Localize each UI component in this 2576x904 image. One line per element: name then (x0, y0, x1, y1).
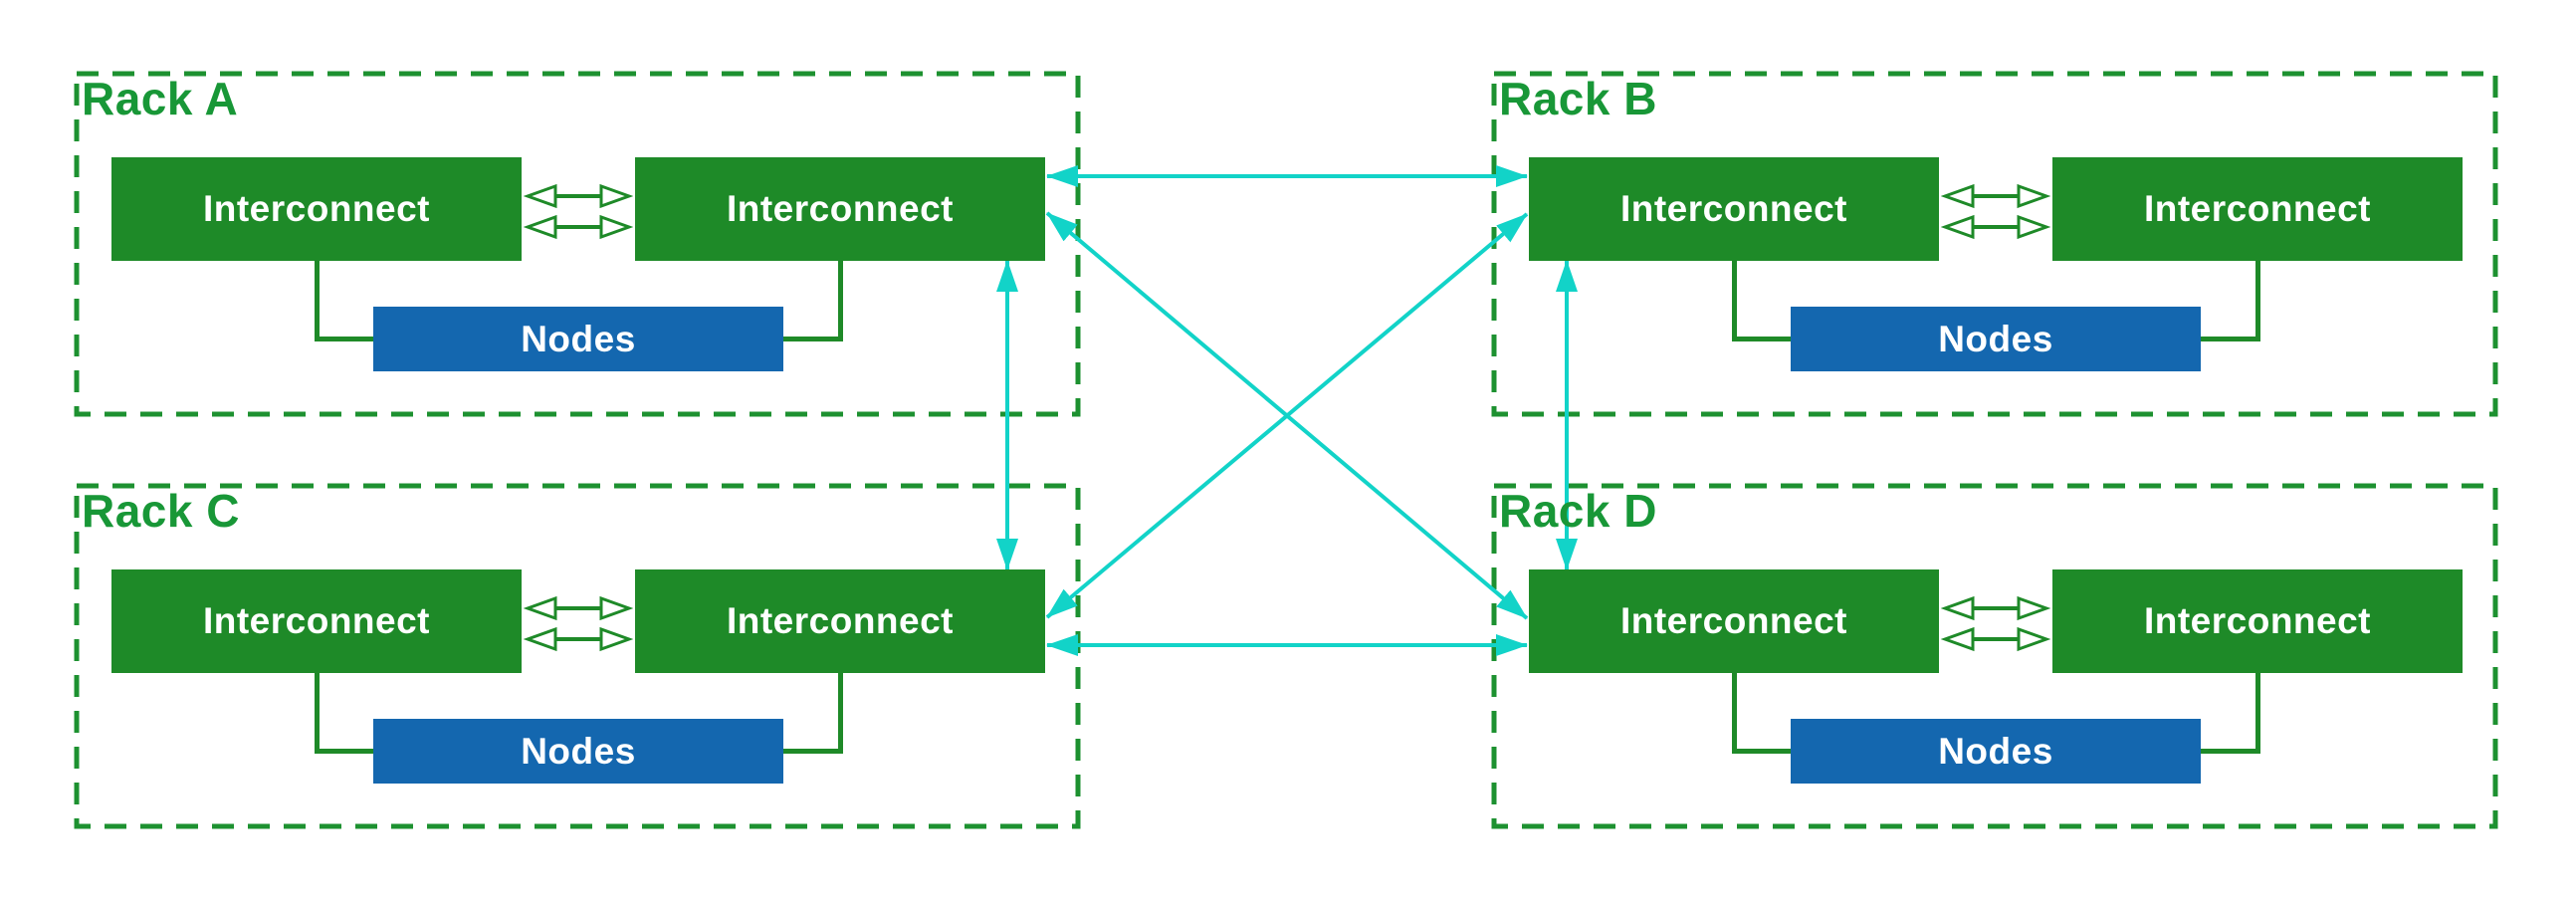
rack-label: Rack A (82, 73, 239, 124)
rack-d-border (1491, 483, 2498, 829)
interconnect-label: Interconnect (1619, 600, 1848, 641)
double-arrow-icon (524, 214, 633, 240)
nodes-label: Nodes (1938, 730, 2053, 772)
rack-b: Rack B Interconnect Interconnect Nodes (1491, 72, 2498, 416)
node-connector-right-vertical (838, 673, 843, 754)
double-arrow-icon (524, 595, 633, 621)
rack-c-border (74, 483, 1081, 829)
interconnect-box-right: Interconnect (635, 569, 1045, 673)
node-connector-left-vertical (315, 673, 320, 754)
node-connector-right-horizontal (2201, 749, 2260, 754)
node-connector-left-horizontal (1734, 749, 1791, 754)
node-connector-left-vertical (1732, 261, 1737, 341)
interconnect-box-right: Interconnect (635, 157, 1045, 261)
rack-d: Rack D Interconnect Interconnect Nodes (1491, 484, 2498, 828)
double-arrow-icon (1941, 214, 2050, 240)
double-arrow-icon (524, 626, 633, 652)
node-connector-left-vertical (1732, 673, 1737, 754)
interconnect-box-left: Interconnect (1529, 569, 1939, 673)
interconnect-box-left: Interconnect (111, 569, 522, 673)
double-arrow-icon (1941, 183, 2050, 209)
interconnect-label: Interconnect (2143, 600, 2372, 641)
rack-label: Rack B (1499, 73, 1657, 124)
interconnect-box-right: Interconnect (2052, 569, 2463, 673)
link-rack-b-rack-c (1045, 212, 1529, 619)
interconnect-box-left: Interconnect (111, 157, 522, 261)
nodes-label: Nodes (1938, 318, 2053, 359)
interconnect-box-left: Interconnect (1529, 157, 1939, 261)
node-connector-right-horizontal (783, 337, 843, 341)
rack-a-border (74, 71, 1081, 417)
node-connector-left-vertical (315, 261, 320, 341)
rack-a: Rack A Interconnect Interconnect Nodes (74, 72, 1081, 416)
nodes-label: Nodes (521, 318, 636, 359)
interconnect-label: Interconnect (202, 188, 431, 229)
node-connector-left-horizontal (1734, 337, 1791, 341)
rack-label: Rack D (1499, 485, 1657, 537)
node-connector-left-horizontal (317, 749, 373, 754)
node-connector-left-horizontal (317, 337, 373, 341)
double-arrow-icon (1941, 626, 2050, 652)
node-connector-right-vertical (2255, 673, 2260, 754)
node-connector-right-horizontal (783, 749, 843, 754)
nodes-box: Nodes (1791, 719, 2201, 784)
node-connector-right-vertical (2255, 261, 2260, 341)
node-connector-right-horizontal (2201, 337, 2260, 341)
double-arrow-icon (1941, 595, 2050, 621)
rack-label: Rack C (82, 485, 240, 537)
interconnect-label: Interconnect (1619, 188, 1848, 229)
double-arrow-icon (524, 183, 633, 209)
nodes-box: Nodes (373, 719, 783, 784)
rack-c: Rack C Interconnect Interconnect Nodes (74, 484, 1081, 828)
node-connector-right-vertical (838, 261, 843, 341)
nodes-label: Nodes (521, 730, 636, 772)
interconnect-label: Interconnect (726, 188, 955, 229)
interconnect-label: Interconnect (202, 600, 431, 641)
nodes-box: Nodes (373, 307, 783, 371)
interconnect-label: Interconnect (726, 600, 955, 641)
nodes-box: Nodes (1791, 307, 2201, 371)
interconnect-box-right: Interconnect (2052, 157, 2463, 261)
interconnect-label: Interconnect (2143, 188, 2372, 229)
